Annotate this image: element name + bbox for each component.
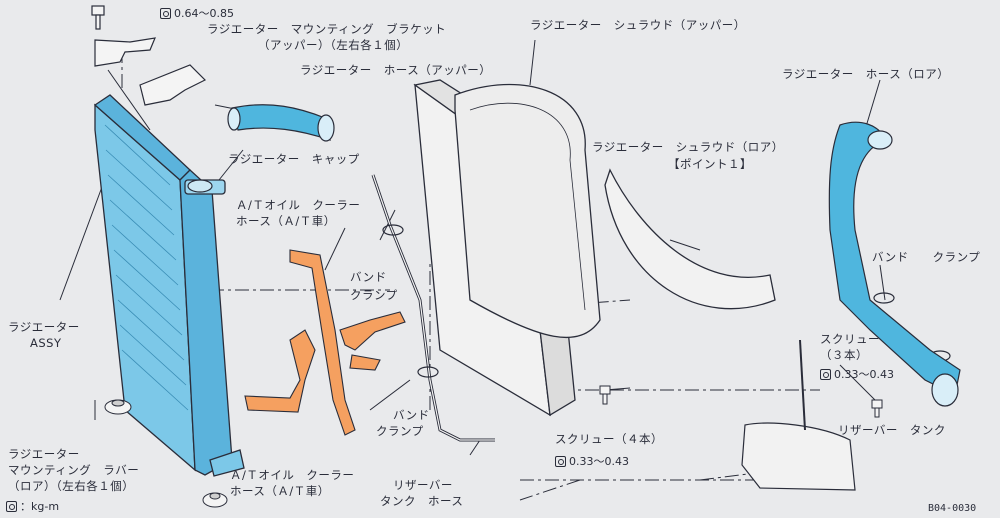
wrench-icon: [6, 501, 17, 512]
radiator-cap-icon: [187, 179, 213, 193]
at-oil-cooler-hose-icon: [244, 249, 406, 436]
label-radiator-assy-sub: ASSY: [30, 336, 62, 350]
label-band-clamp-1: バンド: [350, 270, 387, 284]
torque-screw-3: 0.33～0.43: [820, 368, 894, 381]
wrench-icon: [160, 8, 171, 19]
label-reservoir-tank-hose: リザーバー: [393, 478, 453, 492]
legend-torque-unit: ：kg-m: [6, 500, 59, 513]
label-at-oil-cooler-hose-2-sub: ホース（Ａ/Ｔ車）: [230, 484, 330, 498]
label-radiator-mount-rubber: ラジエーター: [8, 447, 80, 461]
label-band-clamp-right: バンド クランプ: [872, 250, 981, 264]
label-radiator-mount-rubber-sub1: マウンティング ラバー: [8, 463, 140, 477]
label-at-oil-cooler-hose-1-sub: ホース（Ａ/Ｔ車）: [236, 214, 336, 228]
label-at-oil-cooler-hose-1: Ａ/Ｔオイル クーラー: [236, 198, 361, 212]
label-band-clamp-1-sub: クランプ: [350, 288, 398, 302]
label-screw-4: スクリュー（４本）: [555, 432, 663, 446]
radiator-hose-lower-icon: [828, 121, 961, 407]
label-radiator-hose-upper: ラジエーター ホース（アッパー）: [300, 63, 492, 77]
label-radiator-shroud-upper: ラジエーター シュラウド（アッパー）: [530, 18, 746, 32]
wrench-icon: [820, 369, 831, 380]
label-band-clamp-2-sub: クランプ: [376, 424, 424, 438]
torque-screw-4: 0.33～0.43: [555, 455, 629, 468]
label-screw-3: スクリュー: [820, 332, 880, 346]
radiator-hose-upper-icon: [227, 104, 335, 142]
figure-code: B04-0030: [928, 503, 977, 514]
label-band-clamp-2: バンド: [393, 408, 430, 422]
label-radiator-cap: ラジエーター キャップ: [228, 152, 360, 166]
mounting-rubber-icon: [104, 399, 228, 508]
reservoir-tank-icon: [741, 339, 856, 491]
wrench-icon: [555, 456, 566, 467]
label-reservoir-tank-hose-sub: タンク ホース: [380, 494, 464, 508]
label-at-oil-cooler-hose-2: Ａ/Ｔオイル クーラー: [230, 468, 355, 482]
label-radiator-assy: ラジエーター: [8, 320, 80, 334]
dash-center-lines: [121, 40, 820, 501]
screw-icon: [599, 385, 883, 418]
radiator-shroud-upper-icon: [413, 79, 601, 417]
label-radiator-mount-rubber-sub2: （ロア）（左右各１個）: [8, 479, 135, 493]
radiator-assy-icon: [93, 94, 245, 477]
label-screw-3-sub: （３本）: [820, 348, 868, 362]
mounting-bracket-icon: [94, 37, 207, 106]
label-radiator-hose-lower: ラジエーター ホース（ロア）: [782, 67, 950, 81]
label-radiator-shroud-lower: ラジエーター シュラウド（ロア）: [592, 140, 784, 154]
label-reservoir-tank: リザーバー タンク: [838, 423, 946, 437]
label-radiator-mount-bracket: ラジエーター マウンティング ブラケット: [207, 22, 447, 36]
label-point-1: 【ポイント１】: [668, 157, 752, 171]
bracket-bolt-icon: [91, 5, 105, 30]
radiator-shroud-lower-icon: [604, 168, 776, 310]
label-radiator-mount-bracket-sub: （アッパー）（左右各１個）: [258, 38, 409, 52]
torque-bracket-bolt: 0.64～0.85: [160, 7, 234, 20]
